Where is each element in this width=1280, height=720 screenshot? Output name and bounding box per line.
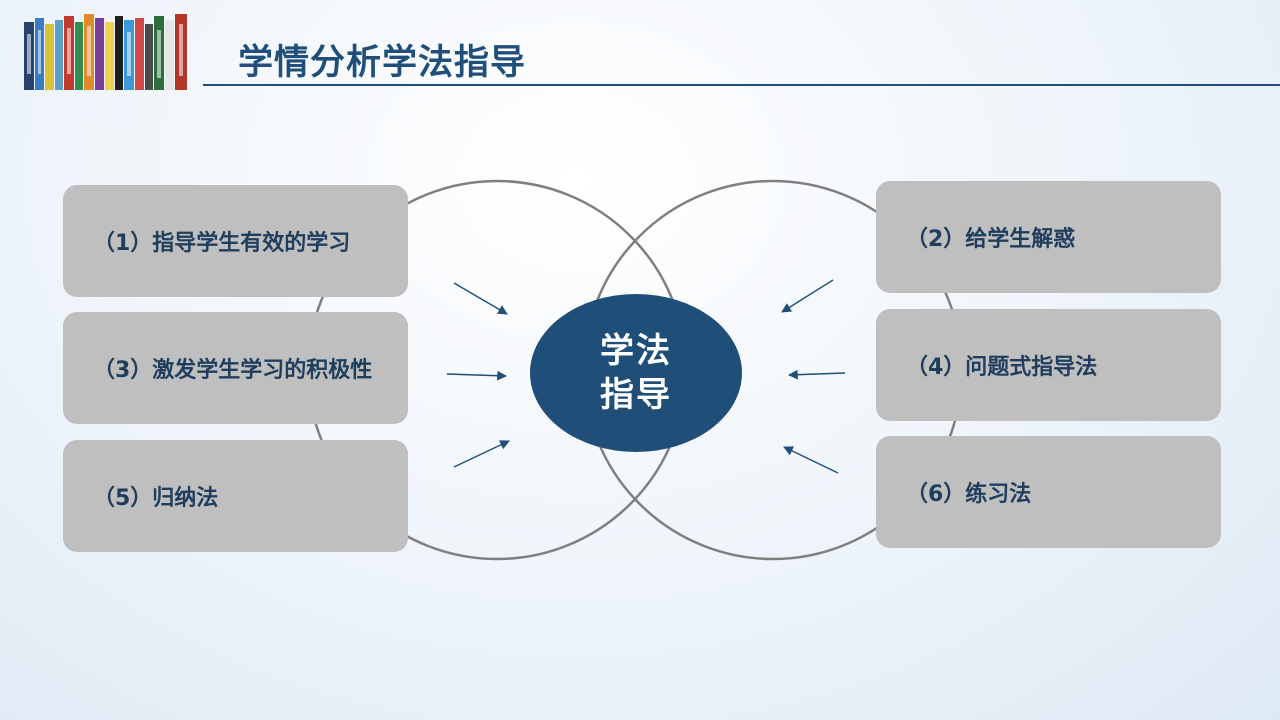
item-label-3: （3）激发学生学习的积极性 [93, 358, 373, 383]
center-label-line1: 学法 [600, 331, 672, 371]
arrow-2 [781, 279, 834, 313]
center-label: 学法 指导 [530, 294, 742, 452]
arrow-6 [783, 446, 839, 474]
item-box-4: （4）问题式指导法 [876, 309, 1221, 421]
arrow-5 [453, 440, 510, 468]
item-label-4: （4）问题式指导法 [906, 355, 1098, 380]
item-box-2: （2）给学生解惑 [876, 181, 1221, 293]
item-label-6: （6）练习法 [906, 482, 1032, 507]
item-box-5: （5）归纳法 [63, 440, 408, 552]
arrow-1 [453, 282, 508, 315]
center-label-line2: 指导 [600, 375, 672, 415]
item-label-1: （1）指导学生有效的学习 [93, 231, 351, 256]
center-ellipse [530, 294, 742, 452]
books-icon [24, 14, 187, 90]
item-box-3: （3）激发学生学习的积极性 [63, 312, 408, 424]
title-underline [203, 84, 1280, 86]
item-box-6: （6）练习法 [876, 436, 1221, 548]
page-title: 学情分析学法指导 [238, 43, 527, 83]
arrow-4 [788, 369, 846, 380]
arrow-3 [446, 370, 507, 381]
item-label-2: （2）给学生解惑 [906, 227, 1076, 252]
item-box-1: （1）指导学生有效的学习 [63, 185, 408, 297]
item-label-5: （5）归纳法 [93, 486, 219, 511]
